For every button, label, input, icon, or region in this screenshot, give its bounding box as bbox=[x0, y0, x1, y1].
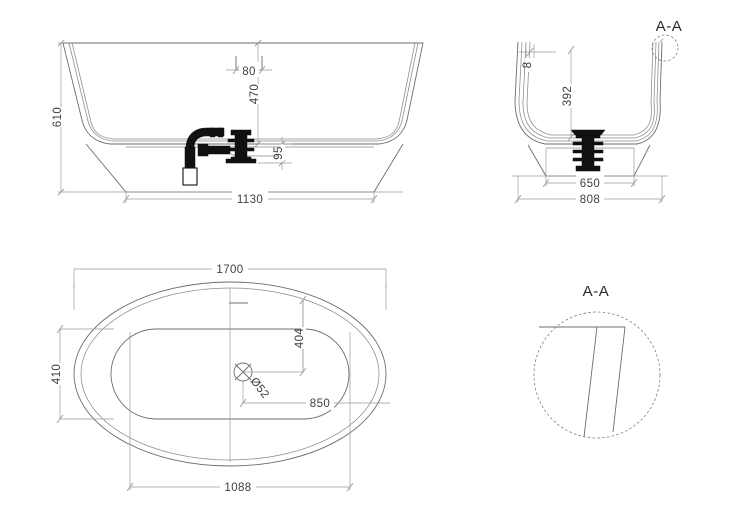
section-label-a-a: A-A bbox=[656, 18, 683, 35]
side-tub-inner-1 bbox=[518, 41, 660, 142]
side-dim-650: 650 bbox=[542, 148, 638, 190]
front-dim-95-text: 95 bbox=[273, 146, 285, 160]
front-tub-outer-profile bbox=[62, 42, 424, 145]
plan-dim-410-text: 410 bbox=[51, 364, 63, 384]
front-waste-assembly bbox=[182, 127, 257, 186]
front-tub-inner-profile bbox=[68, 42, 419, 142]
detail-a-a-view: A-A bbox=[533, 283, 661, 439]
plan-dim-1700-text: 1700 bbox=[216, 264, 243, 276]
side-dim-8-text: 8 bbox=[522, 62, 534, 69]
side-elevation-view: 8 392 650 bbox=[512, 18, 682, 206]
front-dim-470-text: 470 bbox=[249, 84, 261, 104]
detail-circle-boundary bbox=[533, 311, 661, 439]
front-dim-95: 95 bbox=[258, 137, 292, 170]
front-dim-80: 80 bbox=[226, 56, 272, 78]
plan-dim-404: 404 bbox=[243, 295, 308, 377]
side-dim-808-text: 808 bbox=[580, 194, 600, 206]
side-tub-inner-2 bbox=[522, 41, 657, 139]
front-dim-1130: 1130 bbox=[122, 191, 378, 206]
side-dim-392: 392 bbox=[562, 45, 576, 142]
front-dim-80-text: 80 bbox=[242, 66, 256, 78]
detail-wall-inner bbox=[612, 326, 626, 433]
front-dim-610: 610 bbox=[52, 39, 86, 196]
side-dim-392-text: 392 bbox=[562, 86, 574, 106]
plan-dim-1088-text: 1088 bbox=[224, 482, 251, 494]
plan-drain-diameter-text: Ø52 bbox=[248, 375, 272, 400]
section-detail-bubble bbox=[651, 34, 679, 62]
plan-dim-850: 850 bbox=[239, 381, 390, 410]
side-dim-808: 808 bbox=[514, 176, 666, 206]
side-section-cut-line bbox=[659, 38, 664, 43]
side-dim-650-text: 650 bbox=[580, 178, 600, 190]
plan-dim-404-text: 404 bbox=[294, 328, 306, 349]
plan-dim-410: 410 bbox=[51, 324, 114, 424]
side-waste-assembly bbox=[570, 129, 606, 172]
plan-outer-rim bbox=[73, 281, 387, 467]
front-dim-1130-text: 1130 bbox=[237, 194, 263, 206]
side-tub-inner-3 bbox=[526, 41, 654, 136]
front-dim-610-text: 610 bbox=[52, 107, 64, 127]
plan-dim-850-text: 850 bbox=[310, 398, 330, 410]
detail-label-a-a: A-A bbox=[583, 283, 610, 300]
plan-dim-1088: 1088 bbox=[126, 332, 354, 494]
detail-wall-outer bbox=[583, 326, 598, 438]
side-dim-8: 8 bbox=[519, 44, 556, 72]
front-elevation-view: 610 470 95 bbox=[52, 39, 424, 206]
plan-view: Ø52 1700 410 bbox=[51, 261, 390, 494]
front-tub-inner-profile-2 bbox=[71, 42, 416, 140]
front-dim-470: 470 bbox=[249, 39, 262, 148]
plan-dim-1700: 1700 bbox=[73, 261, 387, 310]
